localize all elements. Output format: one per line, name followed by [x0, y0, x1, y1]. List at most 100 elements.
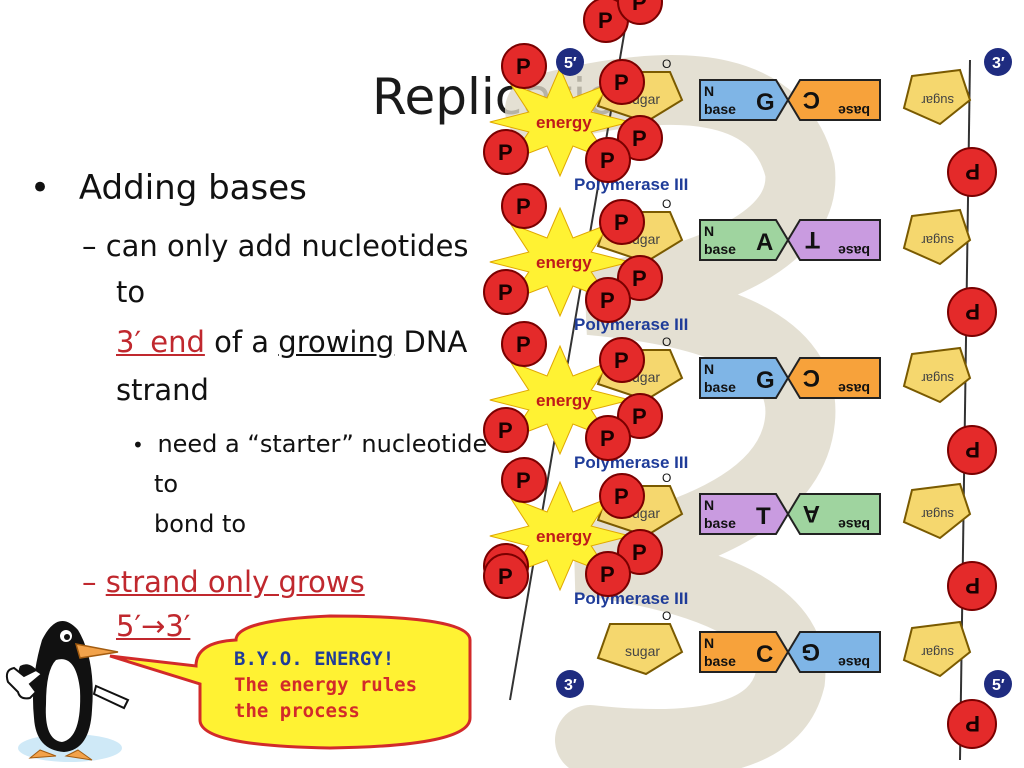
phosphate-right: [947, 287, 997, 337]
base-left: [699, 79, 790, 121]
phosphate-left: [585, 551, 631, 597]
phosphate-label: P: [598, 8, 613, 33]
sugar-right: [902, 68, 972, 126]
sub1-line2: to: [116, 275, 146, 309]
end-label: 3′: [564, 677, 577, 694]
phosphate-label: P: [600, 426, 615, 451]
base-left: [699, 493, 790, 535]
base-left: [699, 357, 790, 399]
small-dot: •: [132, 433, 144, 457]
sub-sub-bullet: • need a “starter” nucleotide: [132, 426, 487, 463]
starter-line3: bond to: [154, 510, 247, 538]
phosphate-label: P: [632, 0, 647, 15]
sub1-dna: DNA: [394, 325, 468, 359]
bullet-label: Adding bases: [78, 168, 307, 208]
phosphate-label: P: [516, 194, 531, 219]
sub1-of-a: of a: [204, 325, 279, 359]
phosphate-top: [617, 0, 663, 25]
base-label: base: [704, 379, 736, 395]
phosphate-right: [947, 425, 997, 475]
phosphate-left: [585, 277, 631, 323]
phosphate-label: P: [516, 54, 531, 79]
n-label: N: [704, 497, 714, 513]
dash: –: [82, 565, 97, 599]
phosphate-label: P: [600, 562, 615, 587]
sub1-line4: strand: [116, 373, 209, 407]
base-letter-left: G: [756, 89, 775, 116]
phosphate-label: P: [965, 573, 980, 598]
phosphate-right: [947, 699, 997, 749]
base-label-flipped: base: [838, 243, 870, 259]
sugar-right: [902, 208, 972, 266]
base-right: [786, 357, 881, 399]
end-label: 5′: [992, 677, 1005, 694]
polymerase-label: Polymerase III: [574, 315, 688, 334]
starter-line1: need a “starter” nucleotide: [157, 430, 488, 458]
callout-line2: The energy rules: [234, 674, 418, 696]
n-label: N: [704, 223, 714, 239]
phosphate-left: [501, 43, 547, 89]
polymerase-label: Polymerase III: [574, 589, 688, 608]
phosphate-left: [599, 473, 645, 519]
n-label: N: [704, 83, 714, 99]
energy-label: energy: [536, 253, 592, 272]
base-left: [699, 219, 790, 261]
phosphate-label: P: [965, 437, 980, 462]
sub1-line3: 3′ end of a growing DNA: [116, 320, 467, 364]
sub-bullet-2: – strand only grows: [82, 560, 365, 604]
polymerase-label: Polymerase III: [574, 175, 688, 194]
base-label-flipped: base: [838, 655, 870, 671]
polymerase-label: Polymerase III: [574, 453, 688, 472]
energy-label: energy: [536, 391, 592, 410]
phosphate-left: [501, 183, 547, 229]
phosphate-left: [617, 115, 663, 161]
base-right: [786, 219, 881, 261]
phosphate-right: [947, 147, 997, 197]
sugar-label-flipped: sugar: [921, 93, 954, 108]
base-label: base: [704, 653, 736, 669]
phosphate-left: [483, 553, 529, 599]
n-label: N: [704, 635, 714, 651]
phosphate-label: P: [614, 70, 629, 95]
phosphate-label: P: [965, 711, 980, 736]
phosphate-left: [501, 321, 547, 367]
o-label: O: [662, 57, 671, 71]
callout-text: B.Y.O. ENERGY! The energy rules the proc…: [234, 646, 464, 724]
sugar-label-flipped: sugar: [921, 645, 954, 660]
base-label-flipped: base: [838, 103, 870, 119]
sugar-right: [902, 482, 972, 540]
phosphate-left: [599, 337, 645, 383]
base-right: [786, 493, 881, 535]
sugar-label-flipped: sugar: [921, 233, 954, 248]
base-label-flipped: base: [838, 381, 870, 397]
base-letter-left: C: [756, 641, 773, 668]
phosphate-left: [501, 457, 547, 503]
sub1-line1: can only add nucleotides: [105, 229, 469, 263]
base-label: base: [704, 101, 736, 117]
bullet-dot: •: [30, 168, 51, 208]
sugar-right: [902, 346, 972, 404]
base-label: base: [704, 515, 736, 531]
phosphate-label: P: [498, 418, 513, 443]
phosphate-left: [483, 129, 529, 175]
growing-text: growing: [278, 325, 395, 359]
phosphate-label: P: [632, 404, 647, 429]
energy-label: energy: [536, 113, 592, 132]
phosphate-label: P: [965, 159, 980, 184]
o-label: O: [662, 471, 671, 485]
phosphate-right: [947, 561, 997, 611]
phosphate-label: P: [614, 348, 629, 373]
phosphate-label: P: [516, 468, 531, 493]
callout-bubble: [109, 614, 472, 750]
phosphate-label: P: [498, 140, 513, 165]
phosphate-left: [617, 255, 663, 301]
phosphate-left: [617, 529, 663, 575]
base-letter-right: C: [803, 86, 820, 113]
end-marker: [556, 48, 584, 76]
direction-text: 5′→3′: [116, 609, 191, 643]
base-letter-right: G: [801, 638, 820, 665]
phosphate-label: P: [632, 126, 647, 151]
base-letter-right: C: [803, 364, 820, 391]
phosphate-label: P: [600, 288, 615, 313]
